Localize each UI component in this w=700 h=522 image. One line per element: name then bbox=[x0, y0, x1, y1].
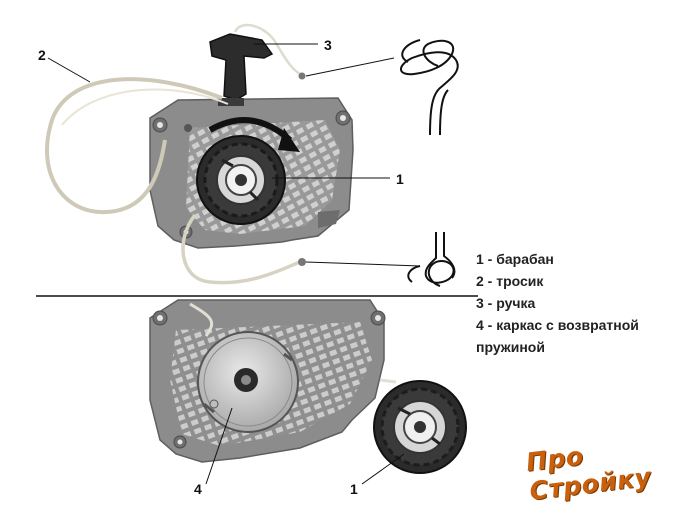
leader-bottom-1 bbox=[361, 453, 405, 485]
leader-bottom-4 bbox=[205, 407, 233, 485]
knot-bottom-leader bbox=[305, 261, 421, 267]
callout-housing-bottom: 4 bbox=[194, 481, 202, 497]
legend-item-housing: 4 - каркас с возвратной пружиной bbox=[476, 317, 639, 355]
knot-diagram-bottom bbox=[407, 232, 456, 287]
legend-item-rope: 2 - тросик bbox=[476, 273, 544, 289]
bottom-spring-pulley bbox=[197, 331, 299, 433]
parts-legend: 1 - барабан 2 - тросик 3 - ручка 4 - кар… bbox=[476, 248, 696, 358]
callout-rope-top: 2 bbox=[38, 47, 46, 63]
bottom-drum bbox=[373, 380, 467, 474]
rotation-arrow-icon bbox=[208, 117, 292, 143]
leader-top-2 bbox=[47, 57, 91, 83]
legend-item-handle: 3 - ручка bbox=[476, 295, 536, 311]
callout-drum-bottom: 1 bbox=[350, 481, 358, 497]
rope bbox=[45, 23, 306, 285]
top-handle bbox=[209, 33, 274, 106]
legend-item-drum: 1 - барабан bbox=[476, 251, 554, 267]
top-drum bbox=[196, 135, 286, 225]
callout-handle-top: 3 bbox=[324, 37, 332, 53]
knot-top-leader bbox=[305, 57, 395, 77]
knot-diagram-top bbox=[400, 39, 459, 136]
callout-drum-top: 1 bbox=[396, 171, 404, 187]
rotation-arrow-head bbox=[278, 128, 300, 152]
